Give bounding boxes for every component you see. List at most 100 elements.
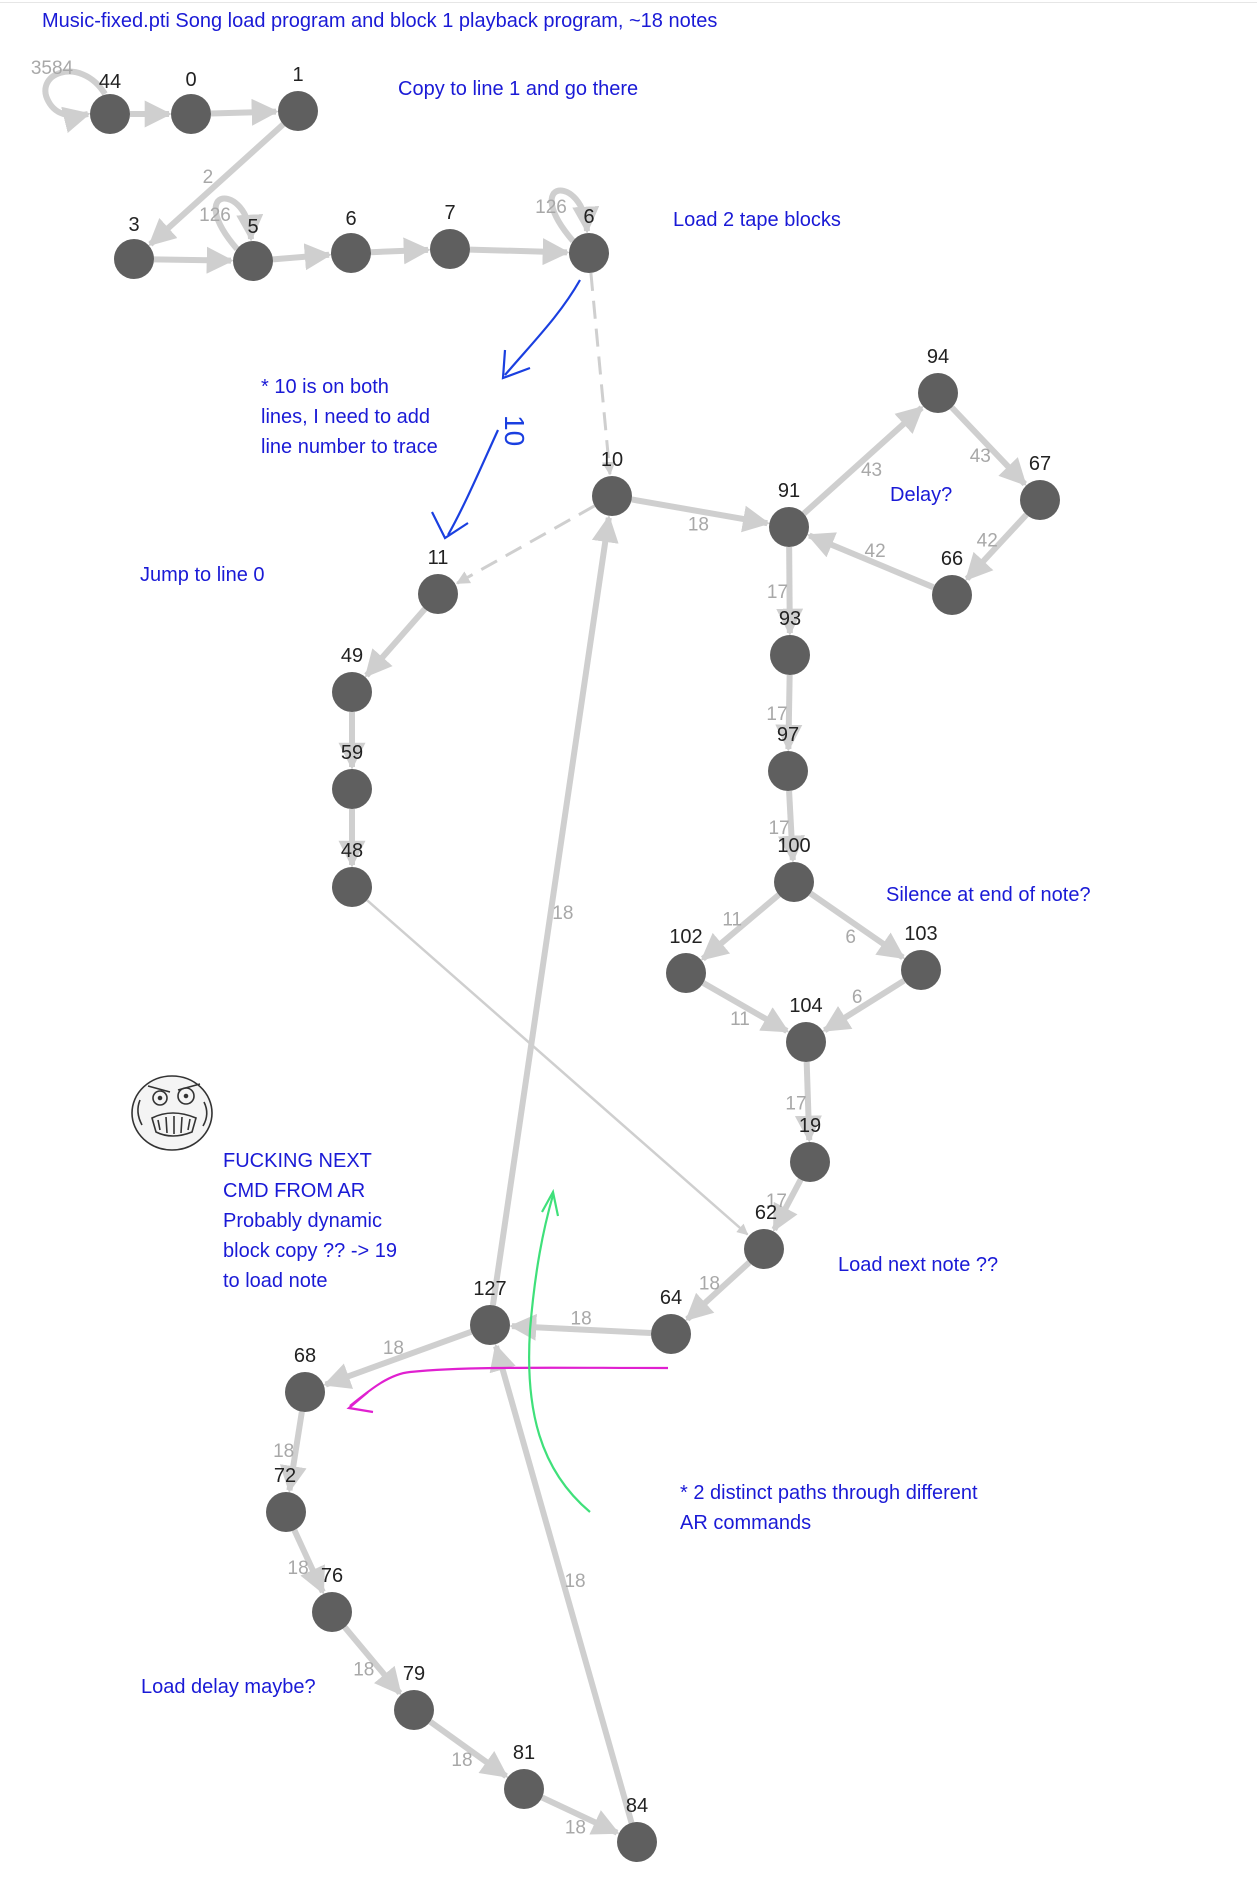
node-7[interactable]: 7 — [430, 202, 470, 269]
edge-10-to-11 — [455, 504, 596, 585]
node-circle[interactable] — [666, 953, 706, 993]
node-circle[interactable] — [744, 1229, 784, 1269]
node-circle[interactable] — [171, 94, 211, 134]
node-0[interactable]: 0 — [171, 69, 211, 134]
node-circle[interactable] — [1020, 480, 1060, 520]
node-104[interactable]: 104 — [786, 995, 826, 1062]
node-circle[interactable] — [332, 769, 372, 809]
node-93[interactable]: 93 — [770, 608, 810, 675]
node-81[interactable]: 81 — [504, 1742, 544, 1809]
node-circle[interactable] — [774, 862, 814, 902]
node-circle[interactable] — [770, 635, 810, 675]
annotation-two-paths-line2: AR commands — [680, 1512, 812, 1534]
node-circle[interactable] — [769, 507, 809, 547]
node-circle[interactable] — [470, 1305, 510, 1345]
edge-label: 43 — [970, 446, 991, 467]
node-127[interactable]: 127 — [470, 1278, 510, 1345]
edge-79-to-81: 18 — [428, 1719, 509, 1779]
node-circle[interactable] — [592, 476, 632, 516]
node-circle[interactable] — [418, 574, 458, 614]
node-circle[interactable] — [569, 233, 609, 273]
edge-line — [42, 68, 108, 133]
node-circle[interactable] — [114, 239, 154, 279]
node-circle[interactable] — [901, 950, 941, 990]
node-circle[interactable] — [918, 373, 958, 413]
node-1[interactable]: 1 — [278, 64, 318, 131]
node-49[interactable]: 49 — [332, 645, 372, 712]
node-circle[interactable] — [504, 1769, 544, 1809]
edge-line — [794, 1061, 822, 1143]
node-circle[interactable] — [332, 672, 372, 712]
edge-label: 42 — [865, 541, 886, 562]
node-62[interactable]: 62 — [744, 1202, 784, 1269]
edge-label: 18 — [383, 1338, 404, 1359]
node-79[interactable]: 79 — [394, 1663, 434, 1730]
node-5[interactable]: 5 — [233, 216, 273, 281]
node-label: 94 — [927, 346, 949, 368]
annotation-next-cmd-line5: to load note — [223, 1270, 328, 1292]
node-circle[interactable] — [768, 751, 808, 791]
node-11[interactable]: 11 — [418, 547, 458, 614]
node-circle[interactable] — [266, 1492, 306, 1532]
node-67[interactable]: 67 — [1020, 453, 1060, 520]
node-circle[interactable] — [394, 1690, 434, 1730]
node-68[interactable]: 68 — [285, 1345, 325, 1412]
node-59[interactable]: 59 — [332, 742, 372, 809]
node-100[interactable]: 100 — [774, 835, 814, 902]
edge-84-to-127: 18 — [489, 1343, 635, 1824]
node-76[interactable]: 76 — [312, 1565, 352, 1632]
node-6[interactable]: 6 — [331, 208, 371, 273]
edge-64-to-127: 18 — [509, 1309, 652, 1341]
edge-label: 18 — [451, 1750, 472, 1771]
node-64[interactable]: 64 — [651, 1287, 691, 1354]
node-10[interactable]: 10 — [592, 449, 632, 516]
node-circle[interactable] — [90, 94, 130, 134]
edge-81-to-84: 18 — [540, 1794, 620, 1838]
node-91[interactable]: 91 — [769, 480, 809, 547]
node-circle[interactable] — [430, 229, 470, 269]
edge-label: 11 — [722, 909, 742, 930]
node-circle[interactable] — [790, 1142, 830, 1182]
edge-label: 18 — [688, 514, 709, 535]
node-84[interactable]: 84 — [617, 1795, 657, 1862]
node-103[interactable]: 103 — [901, 923, 941, 990]
node-label: 66 — [941, 548, 963, 570]
magenta-arrow-head — [346, 1391, 374, 1414]
node-9[interactable]: 9 — [569, 204, 609, 273]
node-circle[interactable] — [932, 575, 972, 615]
node-circle[interactable] — [332, 867, 372, 907]
node-circle[interactable] — [285, 1372, 325, 1412]
node-44[interactable]: 44 — [90, 71, 130, 134]
node-label: 10 — [601, 449, 623, 471]
edge-line — [806, 532, 935, 591]
node-3[interactable]: 3 — [114, 214, 154, 279]
node-circle[interactable] — [278, 91, 318, 131]
node-19[interactable]: 19 — [790, 1115, 830, 1182]
edge-76-to-79: 18 — [342, 1625, 403, 1696]
green-arrow — [528, 1194, 591, 1513]
edge-91-to-94: 43 — [801, 405, 924, 516]
node-circle[interactable] — [617, 1822, 657, 1862]
edge-103-to-104: 6 — [822, 978, 906, 1033]
edge-label: 11 — [730, 1009, 750, 1030]
edge-label: 18 — [699, 1274, 720, 1295]
edge-line — [778, 790, 805, 863]
node-94[interactable]: 94 — [918, 346, 958, 413]
node-72[interactable]: 72 — [266, 1465, 306, 1532]
blue-arrow-lower-head — [431, 511, 469, 540]
edge-line — [540, 1794, 620, 1836]
rage-face-doodle — [131, 1075, 213, 1151]
node-66[interactable]: 66 — [932, 548, 972, 615]
edge-line — [808, 890, 906, 960]
node-circle[interactable] — [312, 1592, 352, 1632]
node-102[interactable]: 102 — [666, 926, 706, 993]
node-circle[interactable] — [651, 1314, 691, 1354]
node-97[interactable]: 97 — [768, 724, 808, 791]
edge-line — [272, 243, 332, 271]
node-48[interactable]: 48 — [332, 840, 372, 907]
node-circle[interactable] — [331, 233, 371, 273]
node-circle[interactable] — [233, 241, 273, 281]
edge-line — [212, 195, 264, 251]
node-circle[interactable] — [786, 1022, 826, 1062]
